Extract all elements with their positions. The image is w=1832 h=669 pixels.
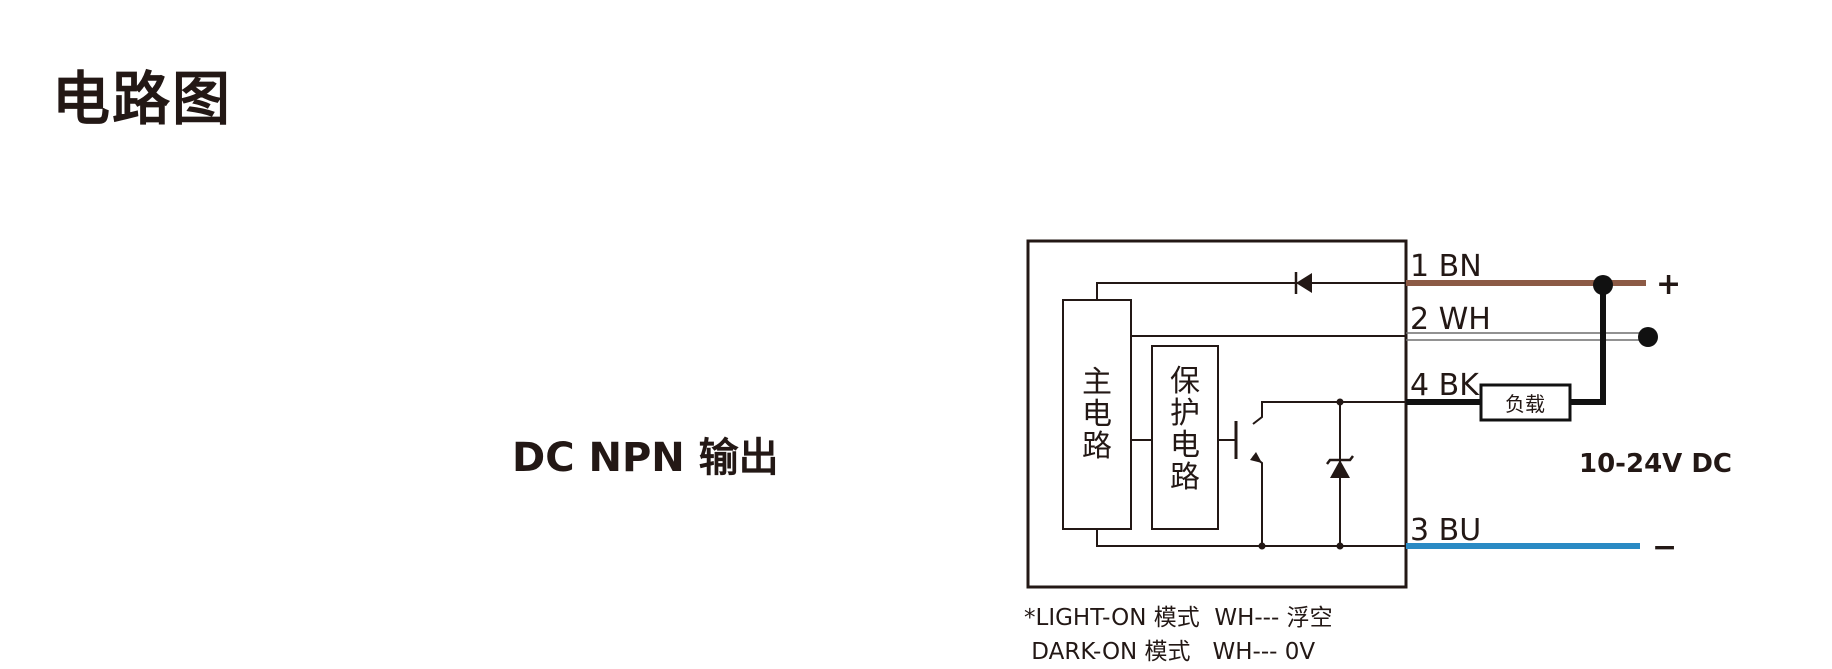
wire-label-bk: 4 BK <box>1410 368 1480 403</box>
wire-wh <box>1406 332 1648 341</box>
diode-icon <box>1296 273 1312 293</box>
load-label: 负载 <box>1505 392 1545 416</box>
wire-label-bn: 1 BN <box>1410 249 1482 284</box>
bn-junction-dot <box>1593 275 1613 295</box>
main-circuit-char-3: 路 <box>1082 429 1112 464</box>
sensor-housing <box>1026 239 1408 589</box>
transistor-emitter-arrow <box>1250 452 1262 463</box>
zener-diode-icon <box>1330 460 1350 478</box>
protection-char-1: 保 <box>1170 364 1200 399</box>
internal-wiring <box>1096 282 1406 547</box>
note-dark-on: DARK-ON 模式 WH--- 0V <box>1024 639 1316 665</box>
protection-circuit-box <box>1151 345 1219 530</box>
minus-sign: − <box>1652 530 1677 565</box>
plus-sign: + <box>1656 267 1681 302</box>
protection-char-4: 路 <box>1170 460 1200 495</box>
protection-char-2: 护 <box>1170 396 1200 431</box>
wire-label-wh: 2 WH <box>1410 302 1491 337</box>
junction-dot <box>1336 398 1344 406</box>
wh-terminal-dot <box>1638 327 1658 347</box>
main-circuit-char-1: 主 <box>1082 365 1112 400</box>
voltage-label: 10-24V DC <box>1579 449 1732 479</box>
protection-char-3: 电 <box>1170 428 1200 463</box>
output-type-label: DC NPN 输出 <box>512 435 779 481</box>
load-return-wire <box>1570 285 1606 405</box>
junction-dot <box>1258 542 1266 550</box>
main-circuit-char-2: 电 <box>1082 397 1112 432</box>
page-title: 电路图 <box>52 65 233 133</box>
wire-label-bu: 3 BU <box>1410 513 1481 548</box>
note-light-on: *LIGHT-ON 模式 WH--- 浮空 <box>1024 605 1333 631</box>
junction-dot <box>1336 542 1344 550</box>
